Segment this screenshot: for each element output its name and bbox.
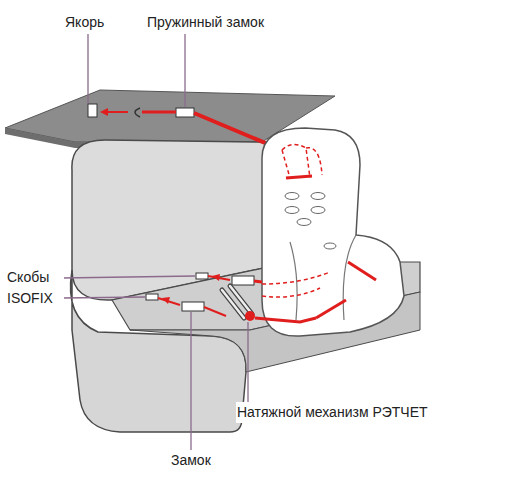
part-label: Пружинный замок	[146, 12, 265, 33]
leader-line	[184, 34, 185, 107]
latch-behind-seat	[262, 272, 330, 297]
part-label: Замок	[170, 450, 212, 471]
isofix-connector	[232, 276, 254, 285]
child-seat	[262, 128, 404, 336]
leader-line	[62, 276, 195, 278]
tether-behind-seat	[282, 144, 322, 178]
seat-slot	[311, 207, 325, 214]
isofix-bracket	[196, 273, 208, 279]
seat-contour	[290, 235, 356, 320]
ratchet-knob	[245, 311, 255, 321]
leader-line	[87, 34, 88, 103]
leader-line	[190, 312, 191, 450]
hook	[135, 108, 140, 117]
part-label: Якорь	[64, 12, 105, 33]
tether-hook	[142, 111, 176, 114]
leader-line	[62, 297, 145, 298]
connector-arrowhead	[212, 274, 220, 281]
connector-strap	[254, 281, 262, 282]
part-label: Натяжной механизм РЭТЧЕТ	[236, 402, 429, 423]
lock-arrow-line	[158, 298, 180, 305]
tether-arrowhead	[100, 108, 108, 116]
isofix-bracket	[146, 294, 158, 300]
seat-slot	[297, 219, 311, 226]
leader-line	[247, 322, 248, 402]
tether-strap	[286, 176, 312, 178]
lock-strap	[204, 307, 226, 316]
belt-guide	[316, 300, 346, 318]
bench-cushion-front	[70, 270, 246, 432]
part-label: Скобы ISOFIX	[6, 267, 64, 309]
lock-arrowhead	[162, 297, 170, 304]
spring-lock	[176, 108, 194, 117]
lower-lock	[182, 302, 204, 311]
seat-slot	[324, 243, 336, 249]
leader-lines	[62, 34, 248, 450]
anchor	[88, 104, 97, 117]
seat-slot	[285, 193, 299, 200]
lower-strap	[255, 318, 316, 322]
belt-guide	[348, 262, 376, 280]
seat-slot	[311, 193, 325, 200]
seat-slot	[285, 207, 299, 214]
